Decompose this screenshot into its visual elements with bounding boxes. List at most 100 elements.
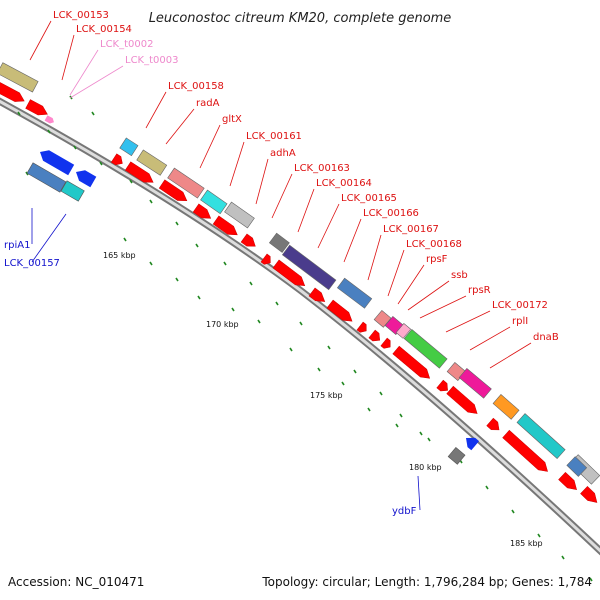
cds-arrow	[446, 385, 478, 414]
reverse-feature-shape	[76, 170, 97, 188]
tick-mark	[353, 369, 357, 374]
cds-arrow-shape	[192, 203, 212, 219]
feature-label: LCK_t0003	[125, 55, 178, 66]
feature-label: LCK_00167	[383, 224, 439, 235]
label-leader	[69, 65, 124, 99]
feature-label: radA	[196, 98, 220, 109]
feature-label: rplI	[512, 316, 528, 327]
feature-label: LCK_00172	[492, 300, 548, 311]
reverse-feature-shape	[466, 437, 480, 451]
reverse-feature-shape	[447, 446, 466, 465]
cds-arrow-shape	[392, 345, 431, 379]
label-leader-lines	[29, 20, 532, 511]
feature-box-shape	[136, 149, 168, 176]
label-leader	[445, 310, 491, 333]
label-leader	[69, 49, 99, 96]
cds-arrow	[368, 329, 381, 342]
tick-mark	[511, 509, 515, 514]
tick-mark	[561, 555, 565, 560]
feature-box	[119, 137, 139, 157]
reverse-feature	[26, 162, 67, 193]
feature-box-shape	[395, 322, 412, 339]
cds-arrow-shape	[25, 99, 48, 116]
label-leader	[343, 218, 362, 263]
cds-arrow	[110, 153, 123, 166]
label-leader	[397, 264, 425, 305]
cds-arrow-shape	[486, 417, 500, 431]
feature-box-shape	[119, 137, 139, 157]
cds-arrow	[436, 379, 448, 392]
reverse-feature	[76, 170, 97, 188]
feature-label: ydbF	[392, 506, 417, 517]
cds-arrow	[558, 471, 577, 490]
feature-box-shape	[268, 232, 290, 253]
feature-label: LCK_00153	[53, 10, 109, 21]
feature-box-shape	[281, 244, 337, 291]
feature-label: LCK_00161	[246, 131, 302, 142]
cds-arrow-shape	[308, 287, 326, 302]
label-leader	[255, 158, 269, 205]
tick-mark	[289, 347, 293, 352]
tick-mark	[537, 533, 541, 538]
cds-arrow	[158, 179, 188, 202]
label-leader	[271, 173, 293, 219]
cds-arrow-shape	[368, 329, 381, 342]
cds-arrow	[0, 81, 25, 102]
label-leader	[317, 203, 340, 249]
cds-arrow-shape	[580, 486, 598, 503]
tick-mark	[327, 345, 331, 350]
cds-arrow-shape	[212, 215, 238, 236]
reverse-feature	[40, 150, 75, 176]
feature-box	[167, 167, 205, 199]
tick-mark	[317, 367, 321, 372]
tick-mark	[379, 391, 383, 396]
label-leader	[229, 141, 245, 187]
tick-mark	[123, 237, 127, 242]
reverse-feature	[466, 437, 480, 451]
cds-arrow	[308, 287, 326, 302]
scale-label: 185 kbp	[510, 539, 543, 548]
tick-mark	[17, 111, 21, 116]
reverse-feature	[60, 180, 85, 202]
cds-arrow-shape	[558, 471, 577, 490]
label-leader	[489, 342, 532, 369]
feature-box-shape	[458, 367, 492, 399]
feature-box	[403, 328, 448, 369]
cds-arrow	[260, 253, 271, 265]
feature-label: LCK_00158	[168, 81, 224, 92]
feature-label: ssb	[451, 270, 468, 281]
feature-box	[395, 322, 412, 339]
cds-arrow-shape	[356, 321, 367, 333]
cds-arrow	[326, 299, 353, 322]
scale-label: 180 kbp	[409, 463, 442, 472]
tick-mark	[47, 129, 51, 134]
tick-mark	[341, 381, 345, 386]
feature-label: adhA	[270, 148, 296, 159]
feature-box	[0, 62, 39, 93]
reverse-feature-shape	[60, 180, 85, 202]
cds-arrow	[380, 337, 391, 349]
feature-label: LCK_t0002	[100, 39, 153, 50]
cds-arrow-shape	[380, 337, 391, 349]
feature-layer	[0, 62, 600, 503]
cds-arrow-shape	[272, 259, 306, 286]
cds-arrow-shape	[110, 153, 123, 166]
tick-mark	[91, 111, 95, 116]
label-leader	[199, 124, 221, 169]
topology-text: Topology: circular; Length: 1,796,284 bp…	[261, 575, 592, 589]
label-leader	[417, 475, 421, 511]
feature-box	[136, 149, 168, 176]
tick-mark	[195, 243, 199, 248]
label-leader	[419, 295, 467, 319]
tick-mark	[367, 407, 371, 412]
tick-mark	[275, 301, 279, 306]
label-leader	[387, 249, 405, 297]
tick-mark	[73, 145, 77, 150]
genome-backbone-inner	[0, 99, 600, 553]
tick-mark	[129, 179, 133, 184]
cds-arrow-shape	[124, 161, 154, 183]
cds-arrow-shape	[158, 179, 188, 202]
feature-label: LCK_00154	[76, 24, 132, 35]
tick-marks	[17, 95, 593, 582]
